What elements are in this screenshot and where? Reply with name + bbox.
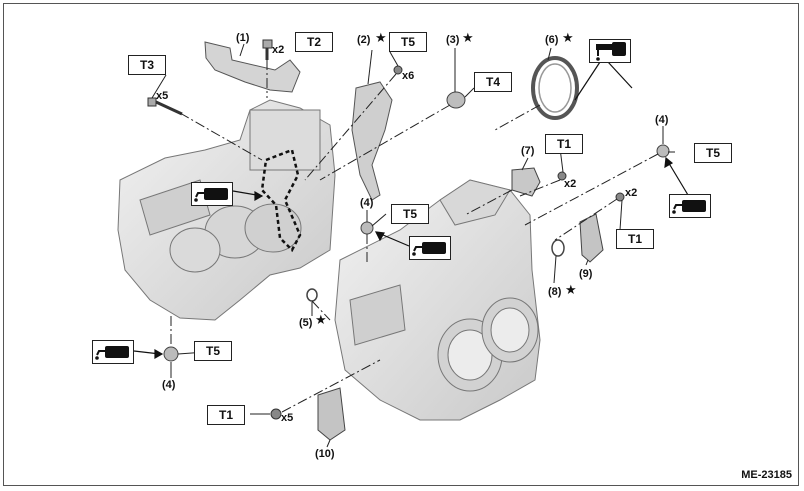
oil-apply-icon xyxy=(92,340,134,364)
part-10-cover xyxy=(317,387,346,441)
replace-star: ★ xyxy=(565,283,577,298)
part-8-o-ring xyxy=(551,239,565,257)
part-7-bracket xyxy=(511,167,541,197)
oil-apply-icon xyxy=(409,236,451,260)
quantity-t5: x6 xyxy=(402,70,415,82)
liquid-gasket-icon xyxy=(589,39,631,63)
part-label-4: (4) xyxy=(162,379,176,391)
bolt-t2 xyxy=(262,39,273,60)
diagram-frame xyxy=(3,3,799,486)
replace-star: ★ xyxy=(315,313,327,328)
quantity-t1: x5 xyxy=(281,412,294,424)
leader-lines xyxy=(170,60,659,413)
part-label-2: (2) xyxy=(357,34,371,46)
part-label-3: (3) xyxy=(446,34,460,46)
oil-arrows xyxy=(133,61,689,360)
bolt-t5-top xyxy=(393,65,403,75)
part-label-8: (8) xyxy=(548,286,562,298)
liquid-gasket-bead xyxy=(260,148,302,253)
part-6-oil-seal xyxy=(531,56,579,120)
quantity-t3: x5 xyxy=(156,90,169,102)
torque-label-t5: T5 xyxy=(389,32,427,52)
torque-label-t5: T5 xyxy=(391,204,429,224)
oil-apply-icon xyxy=(191,182,233,206)
quantity-t2: x2 xyxy=(272,44,285,56)
replace-star: ★ xyxy=(462,31,474,46)
part-9-plate xyxy=(579,213,604,263)
callout-lines xyxy=(151,43,675,448)
torque-label-t1: T1 xyxy=(207,405,245,425)
part-label-5: (5) xyxy=(299,317,313,329)
part-label-9: (9) xyxy=(579,268,593,280)
part-label-10: (10) xyxy=(315,448,335,460)
torque-label-t4: T4 xyxy=(474,72,512,92)
part-label-7: (7) xyxy=(521,145,535,157)
part-5-o-ring xyxy=(306,288,318,302)
torque-label-t1: T1 xyxy=(545,134,583,154)
part-4-plug-center xyxy=(360,221,374,235)
part-label-6: (6) xyxy=(545,34,559,46)
part-2-plate xyxy=(351,81,393,201)
torque-label-t2: T2 xyxy=(295,32,333,52)
quantity-t1: x2 xyxy=(625,187,638,199)
torque-label-t3: T3 xyxy=(128,55,166,75)
part-label-4: (4) xyxy=(360,197,374,209)
quantity-t1: x2 xyxy=(564,178,577,190)
right-cylinder-block xyxy=(334,179,541,421)
torque-label-t5: T5 xyxy=(694,143,732,163)
part-4-plug-right xyxy=(656,144,670,158)
oil-apply-icon xyxy=(669,194,711,218)
bolt-t1-bottom xyxy=(270,408,282,420)
part-label-1: (1) xyxy=(236,32,250,44)
part-3-plug xyxy=(446,91,466,109)
left-cylinder-block xyxy=(117,99,336,321)
figure-code: ME-23185 xyxy=(741,469,792,481)
torque-label-t5: T5 xyxy=(194,341,232,361)
replace-star: ★ xyxy=(562,31,574,46)
replace-star: ★ xyxy=(375,31,387,46)
torque-label-t1: T1 xyxy=(616,229,654,249)
part-1-bracket xyxy=(204,41,301,93)
part-4-plug-bottom xyxy=(163,346,179,362)
bolt-t1-top xyxy=(557,171,567,181)
bolt-t1-right xyxy=(615,192,625,202)
part-label-4: (4) xyxy=(655,114,669,126)
